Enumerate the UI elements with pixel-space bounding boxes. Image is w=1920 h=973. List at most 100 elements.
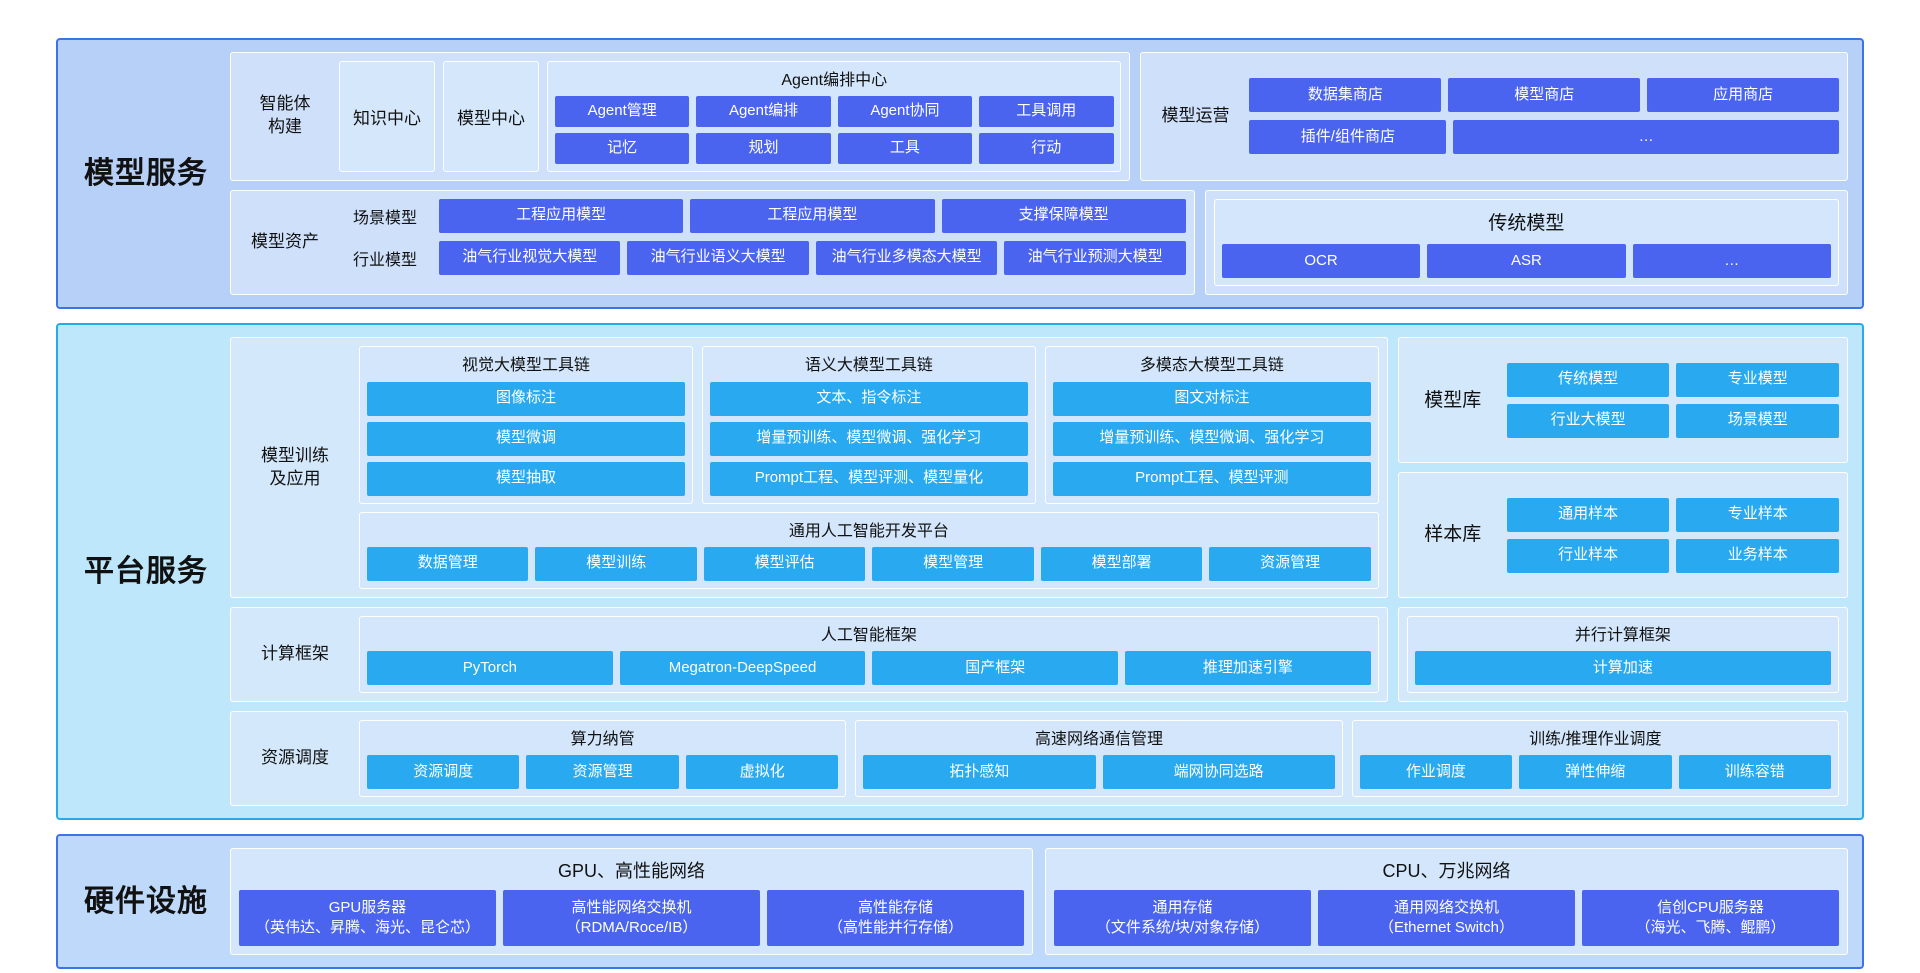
chip-industry-large-model-lib[interactable]: 行业大模型 xyxy=(1506,403,1670,438)
chip-tool-invocation[interactable]: 工具调用 xyxy=(979,96,1114,127)
chip-data-management[interactable]: 数据管理 xyxy=(367,546,529,581)
band-body-model-service: 智能体 构建 知识中心 模型中心 Agent编排中心 Agent管理 Agent… xyxy=(230,52,1848,296)
chip-agent-management[interactable]: Agent管理 xyxy=(555,96,690,127)
chip-ocr[interactable]: OCR xyxy=(1221,244,1421,279)
group-cpu-10g-network: CPU、万兆网络 通用存储 （文件系统/块/对象存储） 通用网络交换机 （Eth… xyxy=(1045,848,1848,955)
chip-scene-model-lib[interactable]: 场景模型 xyxy=(1676,403,1840,438)
chip-oilgas-vision-large-model[interactable]: 油气行业视觉大模型 xyxy=(439,240,621,275)
panel-model-training: 模型训练 及应用 视觉大模型工具链 图像标注 模型微调 模型抽取 xyxy=(230,337,1388,598)
chip-megatron-deepspeed[interactable]: Megatron-DeepSpeed xyxy=(619,651,866,686)
chip-model-store[interactable]: 模型商店 xyxy=(1448,78,1641,113)
cpu-chip-row: 通用存储 （文件系统/块/对象存储） 通用网络交换机 （Ethernet Swi… xyxy=(1054,889,1839,946)
group-title-gpu-network: GPU、高性能网络 xyxy=(557,861,705,882)
group-title-vision-toolchain: 视觉大模型工具链 xyxy=(461,357,590,375)
chip-professional-sample[interactable]: 专业样本 xyxy=(1676,497,1840,532)
chip-high-performance-switch[interactable]: 高性能网络交换机 （RDMA/Roce/IB） xyxy=(503,889,760,946)
chip-prompt-eval-multimodal[interactable]: Prompt工程、模型评测 xyxy=(1052,461,1371,496)
chip-oilgas-semantic-large-model[interactable]: 油气行业语义大模型 xyxy=(627,240,809,275)
row-label-model-assets: 模型资产 xyxy=(251,232,319,252)
model-service-assets-row: 模型资产 场景模型 工程应用模型 工程应用模型 支撑保障模型 行业模型 xyxy=(230,189,1848,296)
chip-incremental-pretrain-multimodal[interactable]: 增量预训练、模型微调、强化学习 xyxy=(1052,421,1371,456)
chip-resource-management-agi[interactable]: 资源管理 xyxy=(1209,546,1371,581)
chip-engineering-application-model-2[interactable]: 工程应用模型 xyxy=(690,198,935,233)
model-library-row-2: 行业大模型 场景模型 xyxy=(1506,403,1840,438)
chip-model-training[interactable]: 模型训练 xyxy=(535,546,697,581)
chip-oilgas-prediction-large-model[interactable]: 油气行业预测大模型 xyxy=(1004,240,1186,275)
band-title-hardware: 硬件设施 xyxy=(84,884,208,918)
chip-asr[interactable]: ASR xyxy=(1427,244,1626,279)
chip-model-evaluation[interactable]: 模型评估 xyxy=(703,546,866,581)
group-title-ai-framework: 人工智能框架 xyxy=(820,626,917,644)
chip-high-performance-storage[interactable]: 高性能存储 （高性能并行存储） xyxy=(767,889,1024,946)
chip-professional-model-lib[interactable]: 专业模型 xyxy=(1676,362,1840,397)
chip-prompt-eval-quantize[interactable]: Prompt工程、模型评测、模型量化 xyxy=(709,461,1028,496)
panel-model-assets: 模型资产 场景模型 工程应用模型 工程应用模型 支撑保障模型 行业模型 xyxy=(230,189,1195,296)
panel-agent-build: 智能体 构建 知识中心 模型中心 Agent编排中心 Agent管理 Agent… xyxy=(230,52,1131,181)
chip-action[interactable]: 行动 xyxy=(979,132,1114,164)
chip-xinchuang-cpu-server[interactable]: 信创CPU服务器 （海光、飞腾、鲲鹏） xyxy=(1582,889,1839,946)
network-management-chip-row: 拓扑感知 端网协同选路 xyxy=(863,755,1335,790)
chip-traditional-more[interactable]: … xyxy=(1632,244,1831,279)
chip-domestic-framework[interactable]: 国产框架 xyxy=(872,651,1119,686)
chip-oilgas-multimodal-large-model[interactable]: 油气行业多模态大模型 xyxy=(815,240,998,275)
chip-plugin-component-store[interactable]: 插件/组件商店 xyxy=(1249,120,1447,155)
chip-industry-sample[interactable]: 行业样本 xyxy=(1506,538,1670,573)
chip-model-extraction[interactable]: 模型抽取 xyxy=(367,461,685,496)
group-compute-power-management: 算力纳管 资源调度 资源管理 虚拟化 xyxy=(359,720,847,798)
row-label-model-library: 模型库 xyxy=(1424,389,1482,411)
chip-general-sample[interactable]: 通用样本 xyxy=(1506,497,1670,532)
agent-chip-row-1: Agent管理 Agent编排 Agent协同 工具调用 xyxy=(555,96,1114,127)
chip-agent-collaboration[interactable]: Agent协同 xyxy=(837,96,973,127)
tile-knowledge-center[interactable]: 知识中心 xyxy=(339,61,435,172)
chip-memory[interactable]: 记忆 xyxy=(555,132,690,164)
group-training-inference-job-scheduling: 训练/推理作业调度 作业调度 弹性伸缩 训练容错 xyxy=(1351,720,1839,798)
chip-edge-network-routing[interactable]: 端网协同选路 xyxy=(1102,755,1335,790)
group-gpu-high-performance-network: GPU、高性能网络 GPU服务器 （英伟达、昇腾、海光、昆仑芯） 高性能网络交换… xyxy=(230,848,1033,955)
chip-dataset-store[interactable]: 数据集商店 xyxy=(1249,78,1442,113)
group-title-agent-orchestration-center: Agent编排中心 xyxy=(781,72,888,89)
chip-support-guarantee-model[interactable]: 支撑保障模型 xyxy=(941,198,1186,233)
chip-operations-more[interactable]: … xyxy=(1453,120,1839,155)
sample-library-row-1: 通用样本 专业样本 xyxy=(1506,497,1840,532)
chip-resource-management[interactable]: 资源管理 xyxy=(526,755,679,790)
band-model-service: 模型服务 智能体 构建 知识中心 模型中心 Agent编排中心 Agent管理 … xyxy=(56,38,1864,310)
tile-model-center[interactable]: 模型中心 xyxy=(443,61,539,172)
model-service-top-row: 智能体 构建 知识中心 模型中心 Agent编排中心 Agent管理 Agent… xyxy=(230,52,1848,181)
chip-topology-awareness[interactable]: 拓扑感知 xyxy=(863,755,1096,790)
sublabel-industry-model: 行业模型 xyxy=(352,251,417,269)
band-platform-service: 平台服务 模型训练 及应用 视觉大模型工具链 图像标注 模型微调 模 xyxy=(56,323,1864,821)
chip-model-finetune-vision[interactable]: 模型微调 xyxy=(367,421,685,456)
chip-business-sample[interactable]: 业务样本 xyxy=(1676,538,1840,573)
chip-compute-acceleration[interactable]: 计算加速 xyxy=(1414,651,1831,686)
chip-resource-scheduling[interactable]: 资源调度 xyxy=(367,755,520,790)
chip-general-switch[interactable]: 通用网络交换机 （Ethernet Switch） xyxy=(1318,889,1575,946)
chip-text-instruction-annotation[interactable]: 文本、指令标注 xyxy=(709,381,1028,416)
chip-model-deployment[interactable]: 模型部署 xyxy=(1040,546,1203,581)
chip-image-text-pair-annotation[interactable]: 图文对标注 xyxy=(1052,381,1371,416)
chip-incremental-pretrain-semantic[interactable]: 增量预训练、模型微调、强化学习 xyxy=(709,421,1028,456)
chip-image-annotation[interactable]: 图像标注 xyxy=(367,381,685,416)
chip-general-storage[interactable]: 通用存储 （文件系统/块/对象存储） xyxy=(1054,889,1311,946)
chip-app-store[interactable]: 应用商店 xyxy=(1647,78,1839,113)
band-body-hardware: GPU、高性能网络 GPU服务器 （英伟达、昇腾、海光、昆仑芯） 高性能网络交换… xyxy=(230,848,1848,955)
chip-agent-orchestration[interactable]: Agent编排 xyxy=(696,96,831,127)
chip-virtualization[interactable]: 虚拟化 xyxy=(685,755,839,790)
chip-traditional-model-lib[interactable]: 传统模型 xyxy=(1506,362,1670,397)
chip-training-fault-tolerance[interactable]: 训练容错 xyxy=(1678,755,1831,790)
group-title-cpu-network: CPU、万兆网络 xyxy=(1382,861,1511,882)
chip-job-scheduling[interactable]: 作业调度 xyxy=(1359,755,1513,790)
chip-elastic-scaling[interactable]: 弹性伸缩 xyxy=(1519,755,1672,790)
chip-model-management[interactable]: 模型管理 xyxy=(872,546,1034,581)
chip-tools[interactable]: 工具 xyxy=(837,132,973,164)
chip-engineering-application-model-1[interactable]: 工程应用模型 xyxy=(439,198,684,233)
operations-chip-row-2: 插件/组件商店 … xyxy=(1249,120,1839,155)
group-title-semantic-toolchain: 语义大模型工具链 xyxy=(804,357,933,375)
group-title-high-speed-network-management: 高速网络通信管理 xyxy=(1034,731,1163,749)
assets-row-industry: 行业模型 油气行业视觉大模型 油气行业语义大模型 油气行业多模态大模型 油气行业… xyxy=(339,240,1186,275)
chip-pytorch[interactable]: PyTorch xyxy=(367,651,613,686)
group-multimodal-toolchain: 多模态大模型工具链 图文对标注 增量预训练、模型微调、强化学习 Prompt工程… xyxy=(1044,346,1379,504)
chip-planning[interactable]: 规划 xyxy=(696,132,831,164)
chip-inference-acceleration-engine[interactable]: 推理加速引擎 xyxy=(1125,651,1371,686)
chip-gpu-server[interactable]: GPU服务器 （英伟达、昇腾、海光、昆仑芯） xyxy=(239,889,496,946)
